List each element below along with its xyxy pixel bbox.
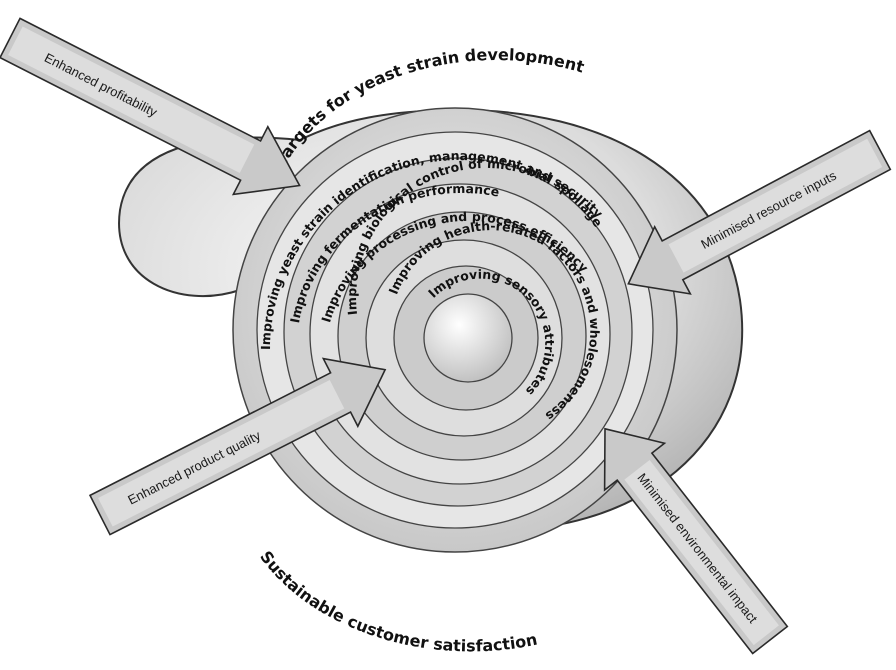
target-rings — [232, 107, 678, 553]
core-circle — [423, 293, 513, 383]
arrow-label-environmental-impact: Minimised environmental impact — [634, 470, 760, 626]
arrow-enhanced-profitability: Enhanced profitability — [0, 17, 301, 196]
outer-bottom-label: Sustainable customer satisfaction — [256, 547, 539, 655]
